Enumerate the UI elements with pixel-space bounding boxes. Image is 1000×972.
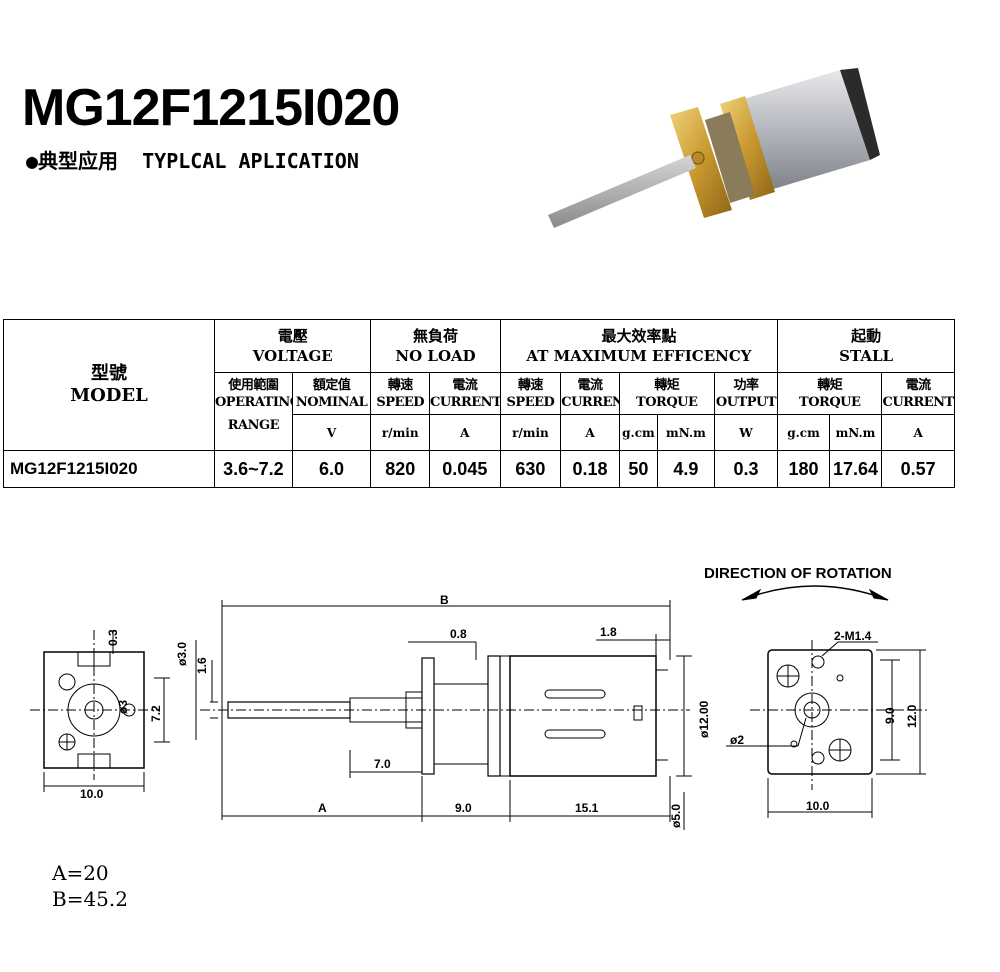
me-speed-en: SPEED: [506, 394, 555, 410]
row-model: MG12F1215I020: [3, 450, 215, 488]
dim-d0-8: 0.8: [450, 627, 467, 641]
row-nl-current: 0.045: [428, 450, 501, 488]
unit-st-gcm: g.cm: [777, 414, 830, 451]
maxeff-en: AT MAXIMUM EFFICENCY: [526, 347, 752, 365]
unit-me-a: A: [560, 414, 620, 451]
model-title: MG12F1215I020: [22, 79, 400, 137]
model-head-cn: 型號: [90, 363, 127, 384]
me-torque-en: TORQUE: [636, 394, 698, 410]
voltage-cn: 電壓: [277, 327, 308, 345]
note-a: A=20: [52, 861, 109, 885]
row-me-speed: 630: [499, 450, 562, 488]
dim-d5-0: ø5.0: [669, 804, 683, 828]
st-current-en: CURRENT: [882, 394, 954, 410]
dim-d12-00: ø12.00: [697, 700, 711, 738]
me-speed-cn: 轉速: [517, 377, 544, 393]
nominal-en: NOMINAL: [295, 394, 368, 410]
row-me-output: 0.3: [713, 450, 779, 488]
range-en: RANGE: [227, 418, 280, 433]
stall-en: STALL: [839, 347, 894, 365]
dim-d7-2: 7.2: [149, 705, 163, 722]
model-head-en: MODEL: [70, 385, 148, 406]
dim-d15-1: 15.1: [575, 801, 599, 815]
technical-drawing: B 0.3 ø3.0 1.6 7.2 ø3 10.0 0.8 1.8 7.0 A…: [30, 565, 930, 830]
spec-table: 型號 MODEL 電壓 VOLTAGE 無負荷 NO LOAD 最大效率點 AT MA…: [3, 319, 955, 488]
dim-a: A: [318, 801, 327, 815]
me-torque-cn: 轉矩: [654, 377, 680, 393]
dim-d9-0-right: 9.0: [883, 707, 897, 724]
rear-view: [726, 585, 930, 818]
row-me-torque-mnm: 4.9: [657, 450, 715, 488]
dim-d0-3: 0.3: [106, 629, 120, 646]
dim-d10-0-left: 10.0: [80, 787, 104, 801]
nominal-cn: 額定值: [312, 377, 351, 393]
me-current-en: CURRENT: [561, 394, 619, 410]
unit-nl-rmin: r/min: [370, 414, 430, 451]
row-nl-speed: 820: [370, 450, 430, 488]
row-nominal: 6.0: [291, 450, 372, 488]
nl-speed-cn: 轉速: [387, 377, 414, 393]
row-st-torque-gcm: 180: [777, 450, 830, 488]
unit-st-a: A: [881, 414, 955, 451]
unit-v: V: [291, 414, 372, 451]
unit-me-gcm: g.cm: [618, 414, 659, 451]
dim-b: B: [440, 593, 449, 607]
note-b: B=45.2: [52, 887, 128, 911]
st-torque-en: TORQUE: [799, 394, 861, 410]
row-range: 3.6~7.2: [213, 450, 293, 488]
unit-me-rmin: r/min: [499, 414, 562, 451]
st-torque-cn: 轉矩: [817, 377, 843, 393]
voltage-en: VOLTAGE: [252, 347, 333, 365]
motor-photo: [548, 68, 880, 228]
nl-current-cn: 電流: [452, 377, 478, 393]
dim-d7-0: 7.0: [374, 757, 391, 771]
noload-en: NO LOAD: [395, 347, 476, 365]
nl-speed-en: SPEED: [376, 394, 425, 410]
dim-shaft: ø3: [116, 700, 130, 714]
me-output-en: OUTPUT: [715, 394, 777, 410]
unit-me-w: W: [713, 414, 779, 451]
nl-current-en: CURRENT: [429, 394, 501, 410]
direction-label: DIRECTION OF ROTATION: [704, 565, 892, 582]
row-me-torque-gcm: 50: [618, 450, 659, 488]
operating-cn: 使用範圍: [228, 378, 279, 393]
dim-d12-0: 12.0: [905, 704, 919, 728]
row-me-current: 0.18: [560, 450, 620, 488]
st-current-cn: 電流: [905, 377, 932, 393]
dim-d3-0: ø3.0: [175, 642, 189, 666]
front-view: [30, 630, 170, 792]
dim-d9-0-bottom: 9.0: [455, 801, 472, 815]
side-view: [195, 600, 692, 830]
me-output-cn: 功率: [733, 377, 759, 393]
unit-st-mnm: mN.m: [828, 414, 883, 451]
noload-cn: 無負荷: [413, 327, 459, 345]
operating-en: OPERATING: [214, 395, 293, 410]
unit-me-mnm: mN.m: [657, 414, 715, 451]
maxeff-cn: 最大效率點: [601, 327, 677, 345]
dim-d1-6: 1.6: [195, 657, 209, 674]
dim-d1-8: 1.8: [600, 625, 617, 639]
dim-d2-m14: 2-M1.4: [834, 629, 872, 643]
row-st-current: 0.57: [881, 450, 955, 488]
me-current-cn: 電流: [577, 377, 603, 393]
dim-d10-0-right: 10.0: [806, 799, 830, 813]
application-label: ●典型应用 TYPLCAL APLICATION: [26, 149, 359, 173]
row-st-torque-mnm: 17.64: [828, 450, 883, 488]
dim-d2: ø2: [730, 733, 744, 747]
stall-cn: 起動: [851, 327, 882, 345]
unit-nl-a: A: [428, 414, 501, 451]
